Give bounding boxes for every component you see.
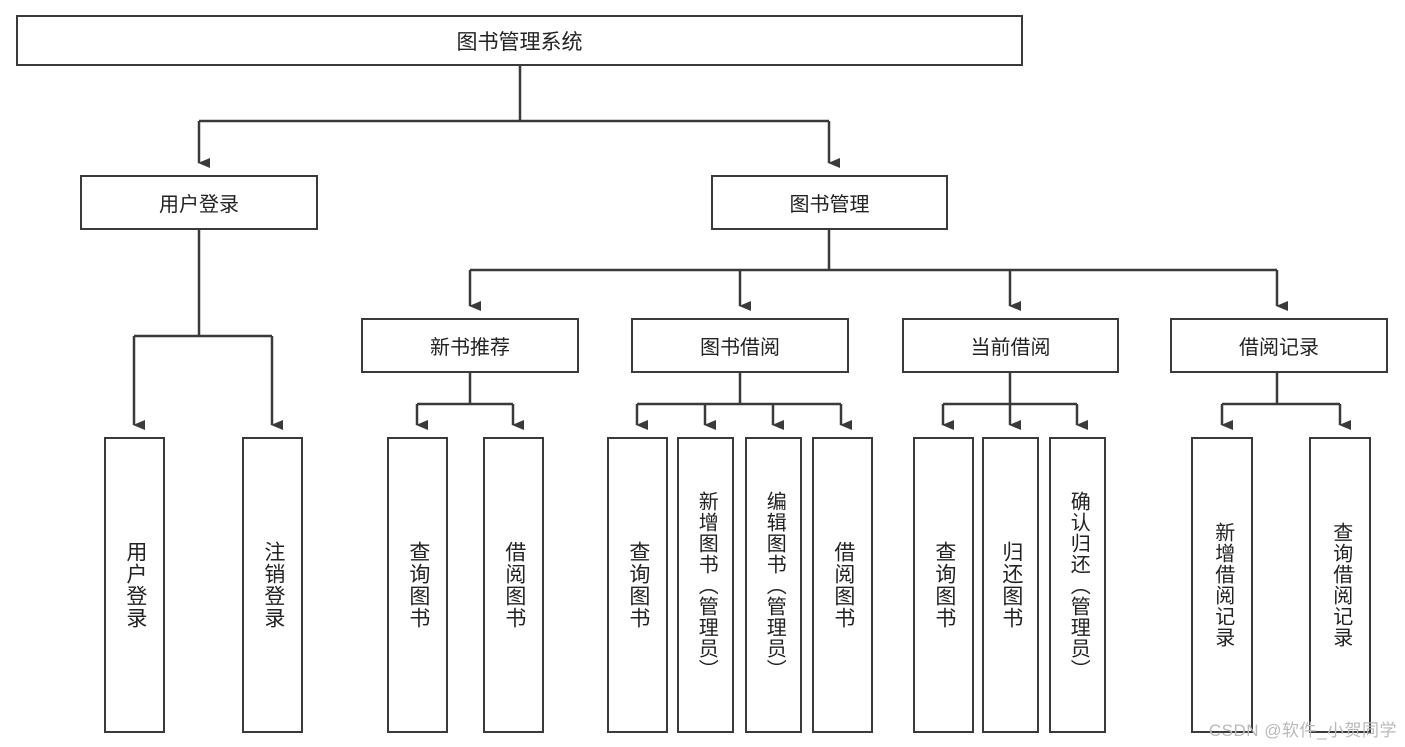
node-borrow-record-label: 借阅记录: [1239, 337, 1319, 359]
csdn-watermark: CSDN @软件_小贺同学: [1208, 721, 1397, 740]
node-book-borrow[interactable]: 图书借阅: [631, 318, 849, 373]
leaf-label: 新增图书（管理员）: [695, 490, 718, 680]
leaf-recommend-query-book[interactable]: 查询图书: [387, 437, 448, 733]
leaf-label: 查询借阅记录: [1329, 522, 1352, 648]
node-new-book-recommend[interactable]: 新书推荐: [361, 318, 579, 373]
leaf-user-login-logout[interactable]: 注销登录: [242, 437, 303, 733]
leaf-record-add-record[interactable]: 新增借阅记录: [1191, 437, 1253, 733]
leaf-current-confirm-return-admin[interactable]: 确认归还（管理员）: [1049, 437, 1106, 733]
leaf-label: 借阅图书: [831, 541, 855, 629]
node-book-borrow-label: 图书借阅: [700, 337, 780, 359]
leaf-current-return-book[interactable]: 归还图书: [982, 437, 1039, 733]
node-current-borrow-label: 当前借阅: [970, 337, 1051, 359]
node-book-management-label: 图书管理: [789, 194, 870, 216]
node-current-borrow[interactable]: 当前借阅: [902, 318, 1119, 373]
node-root-system[interactable]: 图书管理系统: [16, 15, 1023, 66]
leaf-borrow-borrow-book[interactable]: 借阅图书: [812, 437, 873, 733]
leaf-record-query-record[interactable]: 查询借阅记录: [1309, 437, 1371, 733]
node-borrow-record[interactable]: 借阅记录: [1170, 318, 1388, 373]
leaf-recommend-borrow-book[interactable]: 借阅图书: [483, 437, 544, 733]
leaf-label: 查询图书: [626, 541, 650, 629]
leaf-label: 归还图书: [999, 541, 1023, 629]
leaf-label: 借阅图书: [502, 541, 526, 629]
leaf-label: 用户登录: [123, 541, 147, 629]
leaf-borrow-edit-book-admin[interactable]: 编辑图书（管理员）: [745, 437, 802, 733]
node-new-book-recommend-label: 新书推荐: [430, 337, 510, 359]
node-book-management[interactable]: 图书管理: [711, 175, 948, 230]
leaf-borrow-add-book-admin[interactable]: 新增图书（管理员）: [677, 437, 734, 733]
node-user-login-label: 用户登录: [159, 194, 239, 216]
leaf-current-query-book[interactable]: 查询图书: [913, 437, 974, 733]
leaf-label: 查询图书: [406, 541, 430, 629]
leaf-label: 确认归还（管理员）: [1067, 490, 1090, 680]
leaf-label: 编辑图书（管理员）: [763, 490, 786, 680]
leaf-user-login-login[interactable]: 用户登录: [104, 437, 165, 733]
leaf-label: 新增借阅记录: [1211, 522, 1234, 648]
node-user-login[interactable]: 用户登录: [80, 175, 318, 230]
leaf-label: 注销登录: [261, 541, 285, 629]
leaf-label: 查询图书: [932, 541, 956, 629]
leaf-borrow-query-book[interactable]: 查询图书: [607, 437, 668, 733]
node-root-label: 图书管理系统: [456, 30, 583, 54]
